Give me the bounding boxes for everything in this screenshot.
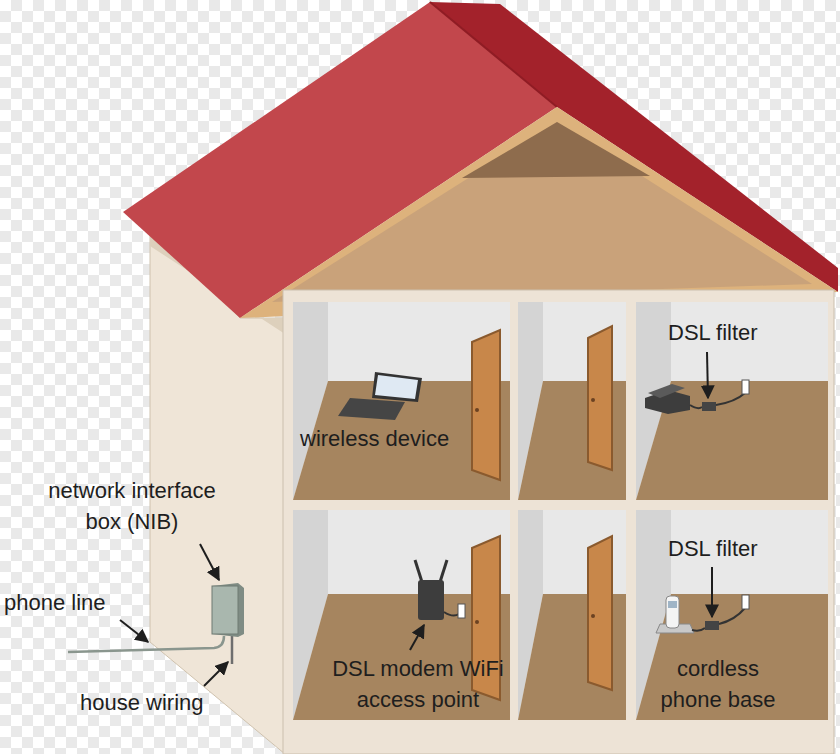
callout-label: DSL filter: [668, 534, 798, 565]
callout-label: cordless phone base: [653, 654, 783, 716]
callout-label: house wiring: [80, 688, 250, 719]
callout-label: phone line: [4, 588, 154, 619]
callout-label: DSL modem WiFi access point: [323, 654, 513, 716]
callout-label: DSL filter: [668, 318, 798, 349]
callout-label: wireless device: [300, 424, 500, 455]
callout-label: network interface box (NIB): [32, 476, 232, 538]
